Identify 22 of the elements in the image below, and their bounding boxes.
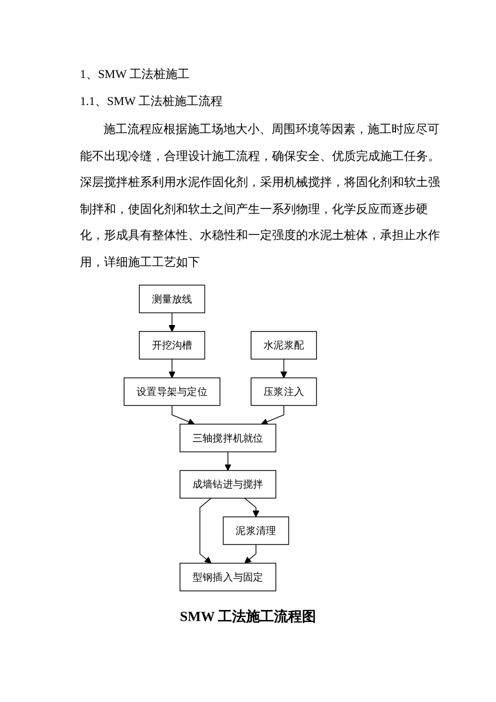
process-box: 设置导架与定位 — [123, 377, 220, 406]
arrow — [260, 405, 284, 425]
process-box: 型钢插入与固定 — [179, 562, 276, 592]
arrow — [168, 358, 176, 378]
arrow — [199, 498, 212, 564]
process-box: 三轴搅拌机就位 — [179, 424, 276, 452]
process-box: 成墙钻进与搅拌 — [179, 470, 276, 499]
process-box: 泥浆清理 — [222, 516, 289, 545]
process-box: 压浆注入 — [250, 377, 317, 406]
title: 1、SMW 工法桩施工 — [80, 66, 190, 83]
caption: SMW 工法施工流程图 — [180, 610, 316, 625]
arrow — [244, 544, 256, 564]
arrow — [224, 451, 232, 471]
arrow — [244, 498, 260, 518]
arrow — [168, 312, 176, 332]
arrow — [280, 358, 287, 378]
process-box: 水泥浆配 — [250, 331, 317, 360]
paragraph: 施工流程应根据施工场地大小、周围环境等因素，施工时应尽可能不出现冷缝，合理设计施工流程，确保安全、优质完成施工任务。深层搅拌桩系利用水泥作固化剂，采用机械搅拌，将固化剂和软土强制拌和，使固化剂和软土之间产生一系列物理，化学反应而逐步硬化，形成具有整体性、水稳性和一定强度的水泥土桩体，承担止水作用，详细施工工艺如下 — [80, 121, 440, 270]
process-box: 开挖沟槽 — [138, 331, 205, 360]
process-box: 测量放线 — [138, 284, 205, 314]
arrow — [171, 405, 195, 425]
section-heading: 1.1、SMW 工法桩施工流程 — [80, 93, 222, 110]
